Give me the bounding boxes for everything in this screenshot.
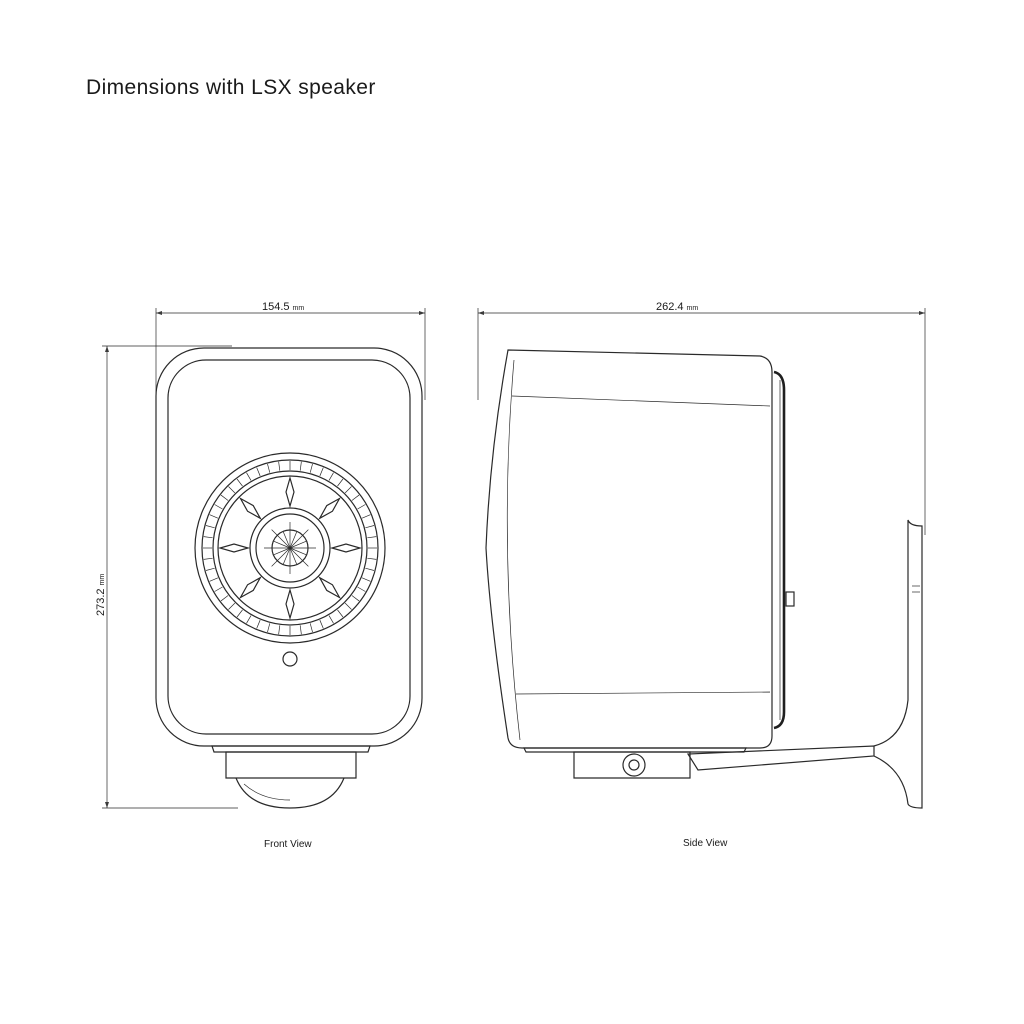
side-depth-value: 262.4 xyxy=(656,301,684,313)
front-driver xyxy=(194,452,386,644)
height-unit: mm xyxy=(99,574,106,586)
page-title: Dimensions with LSX speaker xyxy=(86,76,376,99)
driver-spoke xyxy=(217,543,251,553)
surround-tick xyxy=(361,577,371,582)
surround-tick xyxy=(220,595,229,602)
surround-tick xyxy=(214,586,223,592)
tweeter-ray xyxy=(289,529,309,549)
surround-tick xyxy=(256,467,261,477)
surround-tick xyxy=(256,619,261,629)
surround-tick xyxy=(365,525,375,529)
surround-tick xyxy=(309,623,313,633)
surround-tick xyxy=(328,472,334,481)
surround-tick xyxy=(337,478,344,487)
driver-spoke xyxy=(285,475,295,509)
surround-tick xyxy=(357,504,366,510)
side-cabinet-body xyxy=(485,349,773,749)
surround-tick xyxy=(228,486,236,494)
side-rear-panel xyxy=(773,370,786,730)
surround-tick xyxy=(328,615,334,624)
driver-surround-ticks xyxy=(203,461,377,635)
surround-tick xyxy=(203,557,213,560)
side-wall-bracket xyxy=(573,519,923,809)
tweeter-ray xyxy=(289,547,307,556)
surround-tick xyxy=(278,625,281,635)
surround-tick xyxy=(205,567,215,571)
surround-tick xyxy=(228,602,236,610)
driver-spoke xyxy=(329,543,363,553)
tweeter-ray xyxy=(289,531,298,549)
front-status-light xyxy=(282,651,298,667)
tweeter-ray xyxy=(289,547,298,565)
driver-spoke xyxy=(285,587,295,621)
surround-tick xyxy=(209,577,219,582)
tweeter-ray xyxy=(271,547,291,567)
surround-tick xyxy=(267,623,271,633)
height-dimension: 273.2 mm xyxy=(95,345,238,809)
surround-tick xyxy=(209,514,219,519)
tweeter-ray xyxy=(273,540,291,549)
side-view-caption: Side View xyxy=(683,838,728,849)
front-view-caption: Front View xyxy=(264,839,312,850)
surround-tick xyxy=(344,486,352,494)
side-front-baffle-line xyxy=(506,359,521,741)
surround-tick xyxy=(246,615,252,624)
surround-tick xyxy=(246,472,252,481)
surround-tick xyxy=(351,494,360,501)
front-width-unit: mm xyxy=(293,305,305,312)
surround-tick xyxy=(357,586,366,592)
surround-tick xyxy=(299,625,302,635)
surround-tick xyxy=(236,478,243,487)
tweeter-ray xyxy=(289,547,309,567)
surround-tick xyxy=(319,467,324,477)
driver-spoke xyxy=(318,576,342,600)
surround-tick xyxy=(367,536,377,539)
tweeter-star xyxy=(264,522,316,574)
driver-spoke xyxy=(238,576,262,600)
side-cabinet-bottom-seam xyxy=(515,691,771,695)
tweeter-ray xyxy=(289,540,307,549)
side-depth-unit: mm xyxy=(687,305,699,312)
surround-tick xyxy=(361,514,371,519)
tweeter-ray xyxy=(271,529,291,549)
tweeter-ray xyxy=(282,547,291,565)
height-label: 273.2 mm xyxy=(95,574,107,616)
surround-tick xyxy=(344,602,352,610)
surround-tick xyxy=(236,609,243,618)
surround-tick xyxy=(309,463,313,473)
surround-tick xyxy=(299,461,302,471)
surround-tick xyxy=(278,461,281,471)
surround-tick xyxy=(319,619,324,629)
surround-tick xyxy=(365,567,375,571)
front-stand xyxy=(211,745,371,809)
front-cabinet-inner xyxy=(167,359,411,735)
driver-spokes xyxy=(217,475,363,621)
driver-spoke xyxy=(238,496,262,520)
surround-tick xyxy=(267,463,271,473)
side-cabinet-top-seam xyxy=(511,395,771,407)
surround-tick xyxy=(220,494,229,501)
surround-tick xyxy=(205,525,215,529)
height-value: 273.2 xyxy=(95,588,107,616)
tweeter-ray xyxy=(282,531,291,549)
tweeter-ray xyxy=(273,547,291,556)
surround-tick xyxy=(351,595,360,602)
surround-tick xyxy=(367,557,377,560)
surround-tick xyxy=(203,536,213,539)
side-rear-port xyxy=(785,591,795,607)
driver-spoke xyxy=(318,496,342,520)
front-width-value: 154.5 xyxy=(262,301,290,313)
surround-tick xyxy=(214,504,223,510)
surround-tick xyxy=(337,609,344,618)
